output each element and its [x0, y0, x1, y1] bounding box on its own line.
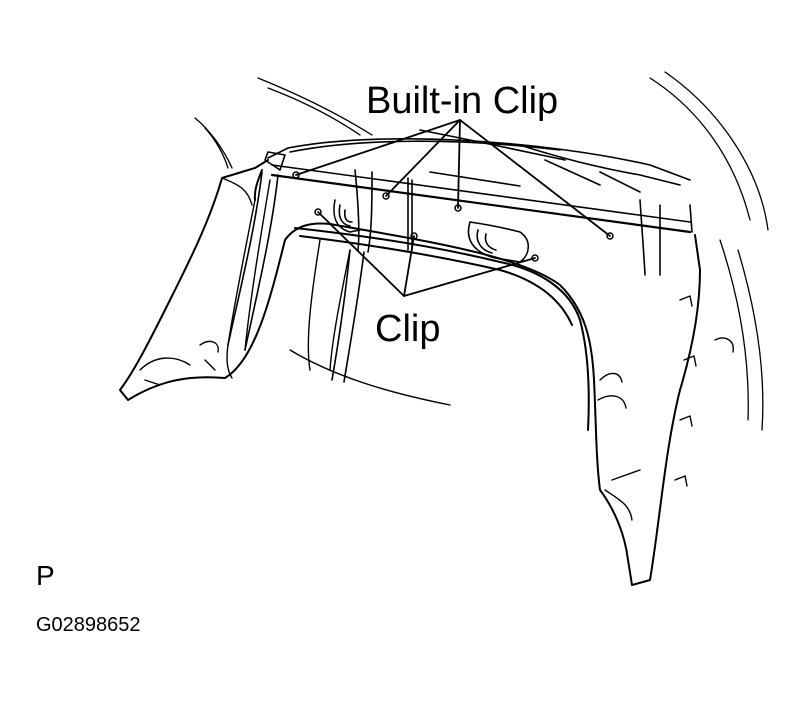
body-outline-lines — [194, 71, 769, 431]
builtin-clip-callout: Built-in Clip — [366, 80, 559, 122]
belt-straps — [227, 151, 661, 383]
panel-details — [139, 177, 734, 521]
builtin-clip-leaders — [295, 119, 611, 237]
view-letter: P — [36, 560, 55, 591]
figure-code: G02898652 — [36, 614, 141, 636]
clip-points — [292, 171, 614, 262]
clip-leaders — [317, 211, 536, 297]
package-tray — [267, 129, 693, 234]
trim-panel-outline — [119, 159, 701, 586]
panel-recesses — [333, 199, 530, 263]
clip-callout: Clip — [375, 308, 441, 350]
